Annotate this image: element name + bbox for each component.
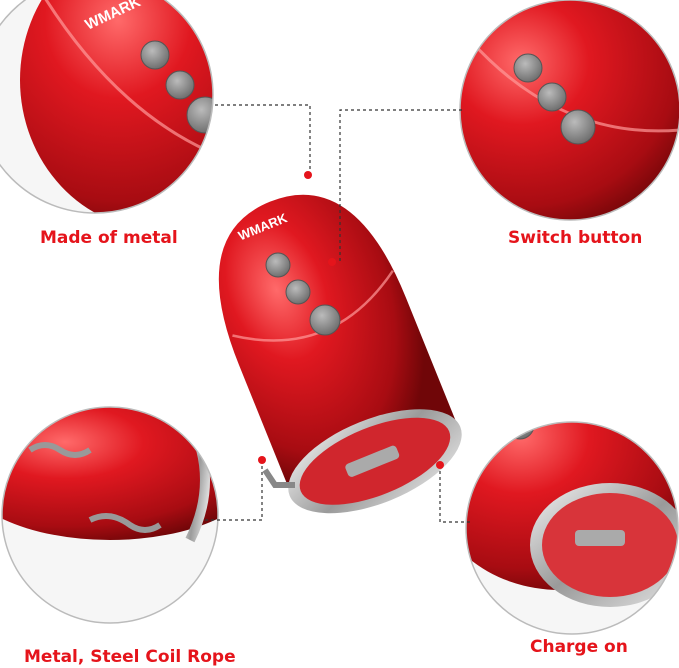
- detail-circle-top-left: WMARK: [0, 0, 213, 213]
- callout-label-steel-coil-rope: Metal, Steel Coil Rope: [24, 647, 236, 667]
- main-device: WMARK: [218, 194, 462, 514]
- callout-label-switch-button: Switch button: [508, 228, 643, 248]
- callout-dots: [258, 171, 444, 469]
- detail-circle-bottom-right: [466, 422, 678, 634]
- detail-circle-top-right: [460, 0, 679, 220]
- leader-lines: [205, 104, 470, 523]
- callout-label-charge-on: Charge on: [530, 637, 628, 657]
- callout-label-made-of-metal: Made of metal: [40, 228, 178, 248]
